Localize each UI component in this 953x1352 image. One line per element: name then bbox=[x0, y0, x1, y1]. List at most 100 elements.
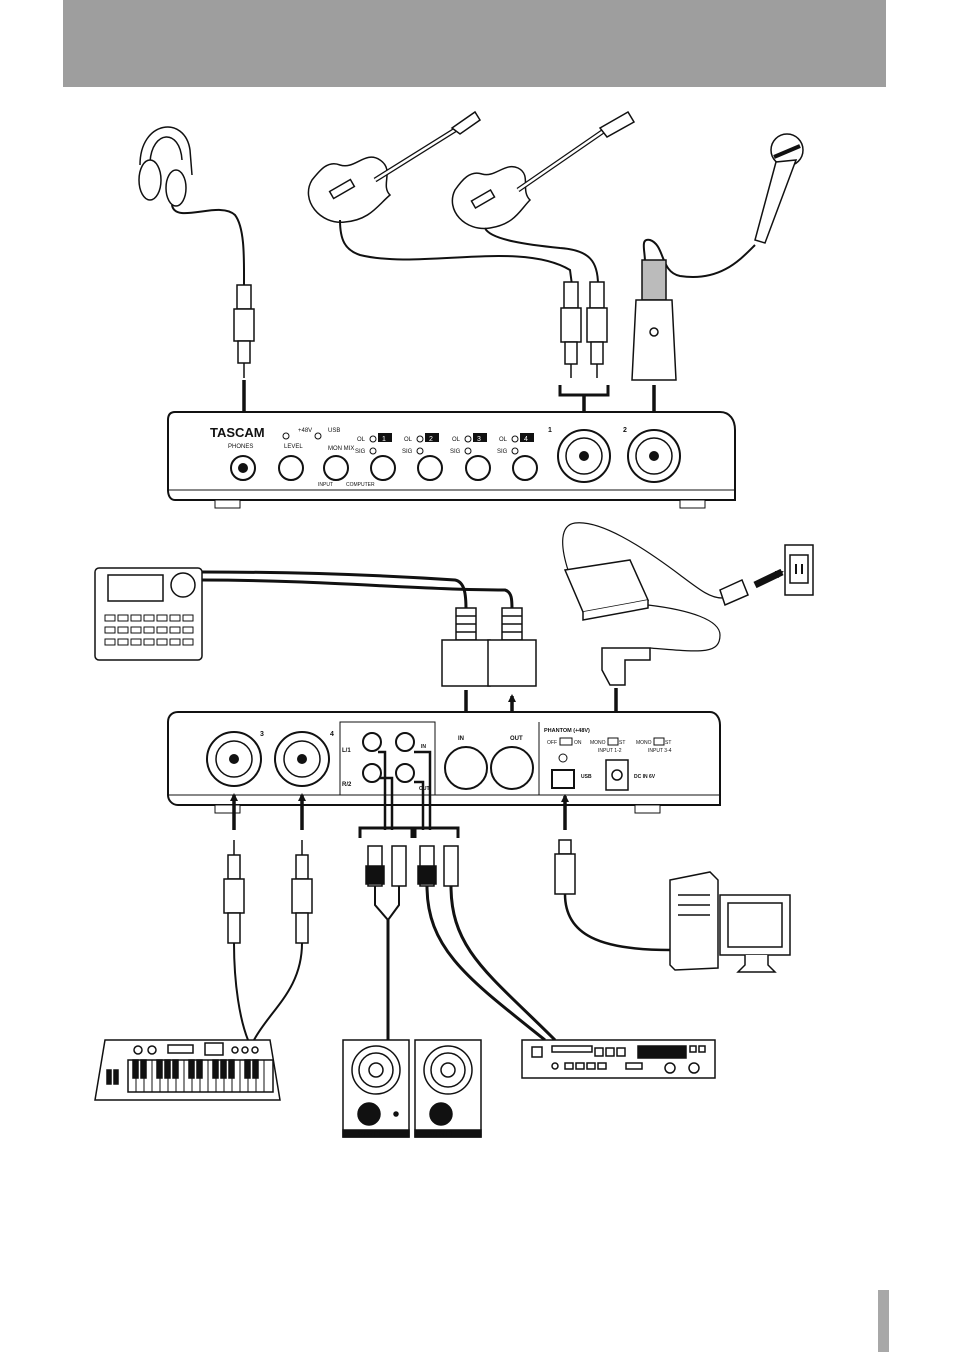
bracket-guitar bbox=[558, 385, 610, 397]
phantom-switch[interactable] bbox=[559, 737, 573, 746]
speaker-icon: TASCAM bbox=[342, 1039, 410, 1139]
xlr-plug bbox=[631, 259, 677, 381]
keyboard-cable-1 bbox=[233, 942, 249, 1041]
svg-text:SIG: SIG bbox=[402, 449, 413, 455]
cd-cable-1 bbox=[425, 885, 546, 1042]
midi-out-port[interactable] bbox=[490, 746, 534, 790]
rca-out-r[interactable] bbox=[395, 763, 415, 783]
level-label: LEVEL bbox=[284, 444, 303, 450]
speaker-icon: TASCAM bbox=[414, 1039, 482, 1139]
rca-r2-label: R/2 bbox=[342, 782, 352, 788]
mon-mix-label: MON MIX bbox=[328, 446, 354, 452]
ac-adapter-icon bbox=[562, 522, 749, 652]
rear-xlr-4-label: 4 bbox=[330, 731, 334, 738]
front-panel: TASCAM PHONES LEVEL +48V USB MON MIX INP… bbox=[167, 411, 736, 509]
usb-led bbox=[314, 432, 322, 440]
phantom-indicator-label: +48V bbox=[298, 428, 312, 434]
usb-port[interactable] bbox=[551, 769, 575, 789]
svg-text:TASCAM: TASCAM bbox=[359, 1132, 379, 1138]
midi-out-label: OUT bbox=[510, 736, 523, 742]
phantom-on-label: ON bbox=[574, 740, 582, 746]
keyboard-plugs bbox=[223, 840, 313, 944]
svg-text:3: 3 bbox=[477, 436, 481, 443]
headphone-plug bbox=[233, 284, 255, 378]
svg-text:1: 1 bbox=[382, 436, 386, 443]
rca-out-label: OUT bbox=[419, 786, 430, 792]
svg-text:SIG: SIG bbox=[450, 449, 461, 455]
midi-in-label: IN bbox=[458, 736, 464, 742]
cd-player-icon bbox=[521, 1039, 716, 1079]
mono34-label: MONO bbox=[636, 740, 652, 746]
phantom-title: PHANTOM (+48V) bbox=[544, 728, 590, 734]
midi-in-port[interactable] bbox=[444, 746, 488, 790]
midi-cable-2 bbox=[201, 578, 514, 611]
rca-in-l[interactable] bbox=[362, 732, 382, 752]
input34-switch[interactable] bbox=[653, 737, 665, 746]
usb-indicator-label: USB bbox=[328, 428, 340, 434]
front-brand: TASCAM bbox=[210, 425, 265, 440]
gain-knob-3[interactable] bbox=[465, 455, 491, 481]
svg-text:OL: OL bbox=[357, 437, 366, 443]
header-band bbox=[63, 0, 886, 87]
page-side-tab bbox=[878, 1290, 889, 1352]
usb-rear-label: USB bbox=[581, 774, 592, 780]
rca-out-l[interactable] bbox=[395, 732, 415, 752]
st34-label: ST bbox=[665, 740, 671, 746]
gain-knob-4[interactable] bbox=[512, 455, 538, 481]
rear-panel: 3 4 L/1 R/2 IN OUT IN OUT PHANTOM (+48V)… bbox=[167, 711, 721, 814]
svg-text:OL: OL bbox=[452, 437, 461, 443]
phantom-led bbox=[282, 432, 290, 440]
midi-plugs bbox=[441, 607, 537, 687]
midi-cable-1 bbox=[201, 570, 468, 611]
dc-in-label: DC IN 6V bbox=[634, 774, 656, 780]
mono12-label: MONO bbox=[590, 740, 606, 746]
svg-text:2: 2 bbox=[429, 436, 433, 443]
svg-text:SIG: SIG bbox=[497, 449, 508, 455]
microphone-icon bbox=[642, 133, 804, 278]
arrow-to-outlet bbox=[753, 568, 784, 589]
bracket-rca-out bbox=[413, 826, 460, 838]
phantom-off-label: OFF bbox=[547, 740, 557, 746]
drum-machine-icon bbox=[94, 567, 203, 661]
wall-outlet-icon bbox=[784, 544, 814, 596]
rca-plugs-in bbox=[365, 845, 407, 922]
keyboard-cable-2 bbox=[253, 942, 303, 1041]
usb-plug bbox=[554, 839, 576, 895]
rca-in-r[interactable] bbox=[362, 763, 382, 783]
phones-label: PHONES bbox=[228, 444, 253, 450]
channel-1-indicators: OL 1 SIG bbox=[355, 433, 392, 455]
st12-label: ST bbox=[619, 740, 625, 746]
svg-text:4: 4 bbox=[524, 436, 528, 443]
channel-4-indicators: OL 4 SIG bbox=[497, 433, 534, 455]
gain-knob-2[interactable] bbox=[417, 455, 443, 481]
electric-guitar-icon bbox=[307, 110, 573, 286]
guitar-plugs bbox=[560, 281, 608, 378]
input34-label: INPUT 3-4 bbox=[648, 748, 672, 754]
cd-cable-2 bbox=[449, 885, 557, 1042]
level-knob[interactable] bbox=[278, 455, 304, 481]
rca-routing-lines bbox=[378, 750, 432, 830]
dc-plug bbox=[601, 647, 651, 686]
rca-plugs-out bbox=[417, 845, 459, 887]
channel-3-indicators: OL 3 SIG bbox=[450, 433, 487, 455]
front-xlr-2-label: 2 bbox=[623, 427, 627, 434]
svg-text:OL: OL bbox=[499, 437, 508, 443]
gain-knob-1[interactable] bbox=[370, 455, 396, 481]
svg-text:OL: OL bbox=[404, 437, 413, 443]
input12-switch[interactable] bbox=[607, 737, 619, 746]
svg-text:TASCAM: TASCAM bbox=[431, 1132, 451, 1138]
usb-cable bbox=[563, 893, 671, 952]
mon-mix-computer-label: COMPUTER bbox=[346, 482, 375, 488]
mon-mix-input-label: INPUT bbox=[318, 482, 333, 488]
phones-jack-hole bbox=[238, 463, 248, 473]
input12-label: INPUT 1-2 bbox=[598, 748, 622, 754]
bass-guitar-icon bbox=[451, 110, 636, 286]
rca-in-label: IN bbox=[421, 744, 426, 750]
bracket-rca-in bbox=[358, 826, 414, 838]
mon-mix-knob[interactable] bbox=[323, 455, 349, 481]
computer-icon bbox=[669, 871, 791, 973]
rear-xlr-3-label: 3 bbox=[260, 731, 264, 738]
channel-2-indicators: OL 2 SIG bbox=[402, 433, 439, 455]
headphones-icon bbox=[138, 126, 246, 286]
